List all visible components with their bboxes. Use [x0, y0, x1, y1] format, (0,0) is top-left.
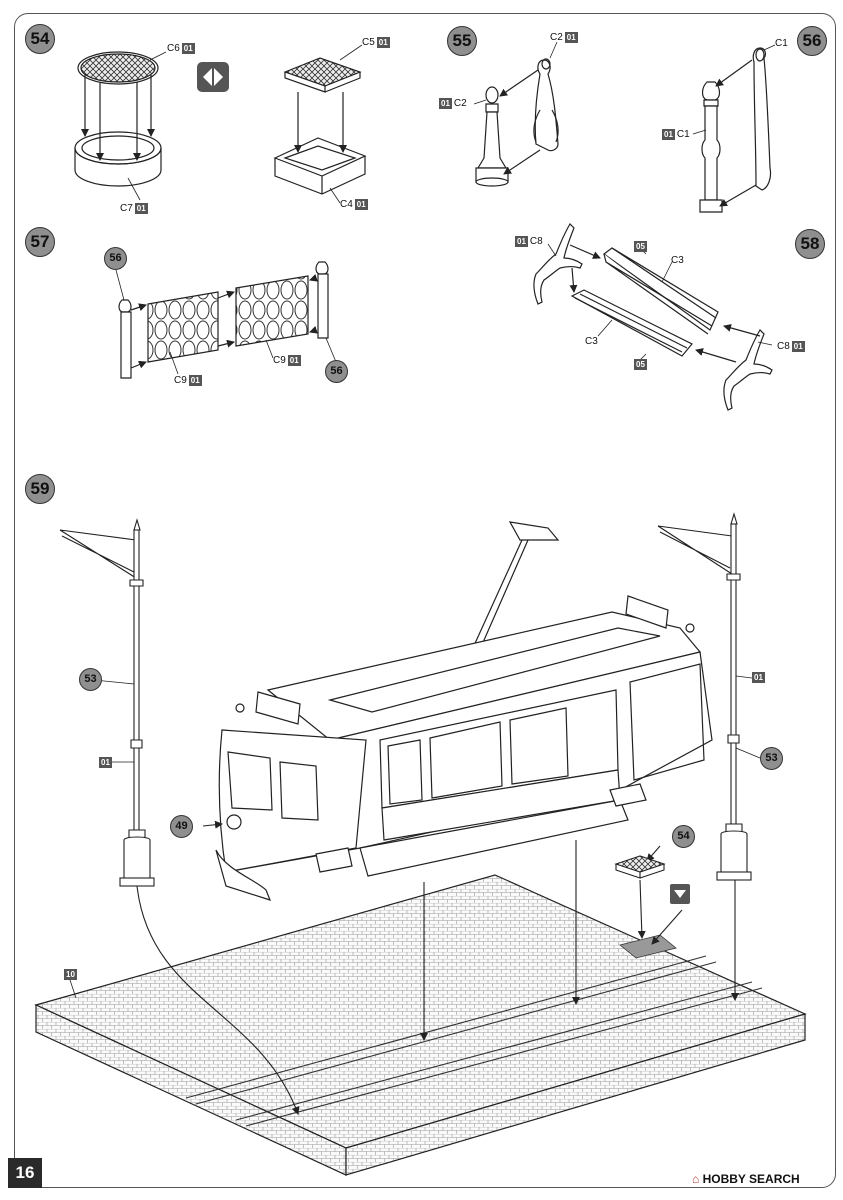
step-59-base — [34, 874, 807, 1176]
paint-10-base: 10 — [64, 969, 77, 980]
step-59-grate-part — [614, 855, 666, 879]
paint-05-backrest: 05 — [634, 241, 647, 252]
step-number-56: 56 — [797, 26, 827, 56]
step-59-arrows — [136, 820, 739, 1115]
ref-step-54: 54 — [672, 825, 695, 848]
page-number: 16 — [8, 1158, 42, 1188]
paint-05-seat: 05 — [634, 359, 647, 370]
step-57-fence — [118, 261, 329, 379]
street-lamp-left — [59, 518, 155, 887]
ref-step-56-left: 56 — [104, 247, 127, 270]
step-54-manhole — [74, 51, 162, 187]
watermark: ⌂ HOBBY SEARCH — [692, 1172, 800, 1186]
mirror-icon — [197, 62, 229, 92]
ref-step-53-right: 53 — [760, 747, 783, 770]
step-54-drain — [273, 57, 367, 195]
step-number-55: 55 — [447, 26, 477, 56]
ref-step-53-left: 53 — [79, 668, 102, 691]
part-c1-bracket: C1 — [775, 38, 788, 49]
step-56-post — [699, 47, 772, 213]
inset-marker-icon — [670, 884, 690, 904]
ref-step-56-right: 56 — [325, 360, 348, 383]
step-number-59: 59 — [25, 474, 55, 504]
paint-01-left-lamp: 01 — [99, 757, 112, 768]
page-frame — [14, 13, 836, 1188]
tram-body — [215, 521, 713, 901]
paint-01-right-lamp: 01 — [752, 672, 765, 683]
street-lamp-right — [657, 512, 752, 881]
ref-step-49: 49 — [170, 815, 193, 838]
step-number-54: 54 — [25, 24, 55, 54]
step-55-post — [475, 58, 559, 187]
step-58-bench — [533, 223, 773, 411]
step-number-57: 57 — [25, 227, 55, 257]
hobby-search-logo-icon: ⌂ — [692, 1172, 700, 1186]
step-number-58: 58 — [795, 229, 825, 259]
part-c3-seat: C3 — [585, 336, 598, 347]
part-c3-backrest: C3 — [671, 255, 684, 266]
